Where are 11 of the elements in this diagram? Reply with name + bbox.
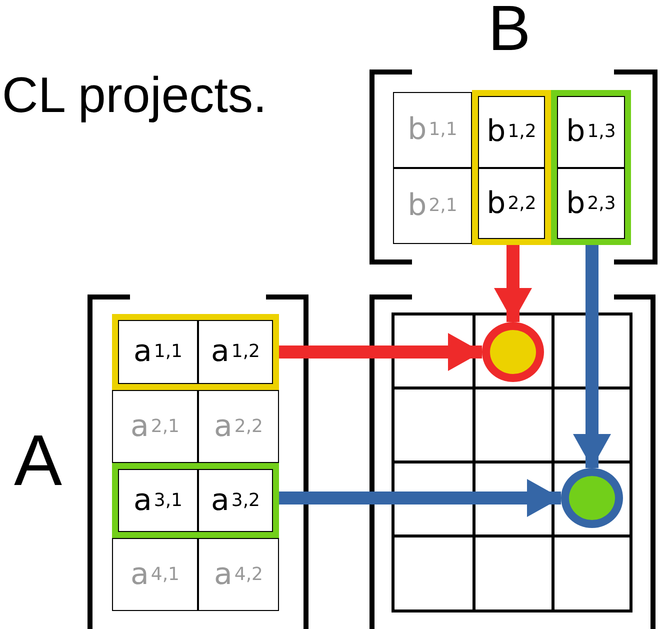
arrow (573, 245, 611, 468)
matrix-label: A (14, 425, 62, 497)
highlight-frame (551, 90, 631, 245)
highlight-frame (472, 90, 551, 245)
matrix-label: B (488, 0, 531, 60)
arrow (279, 333, 482, 371)
highlight-frame (112, 463, 279, 538)
heading-text: CL projects. (2, 70, 267, 120)
arrow (494, 245, 532, 322)
highlight-frame (112, 314, 279, 390)
arrow (279, 479, 561, 517)
